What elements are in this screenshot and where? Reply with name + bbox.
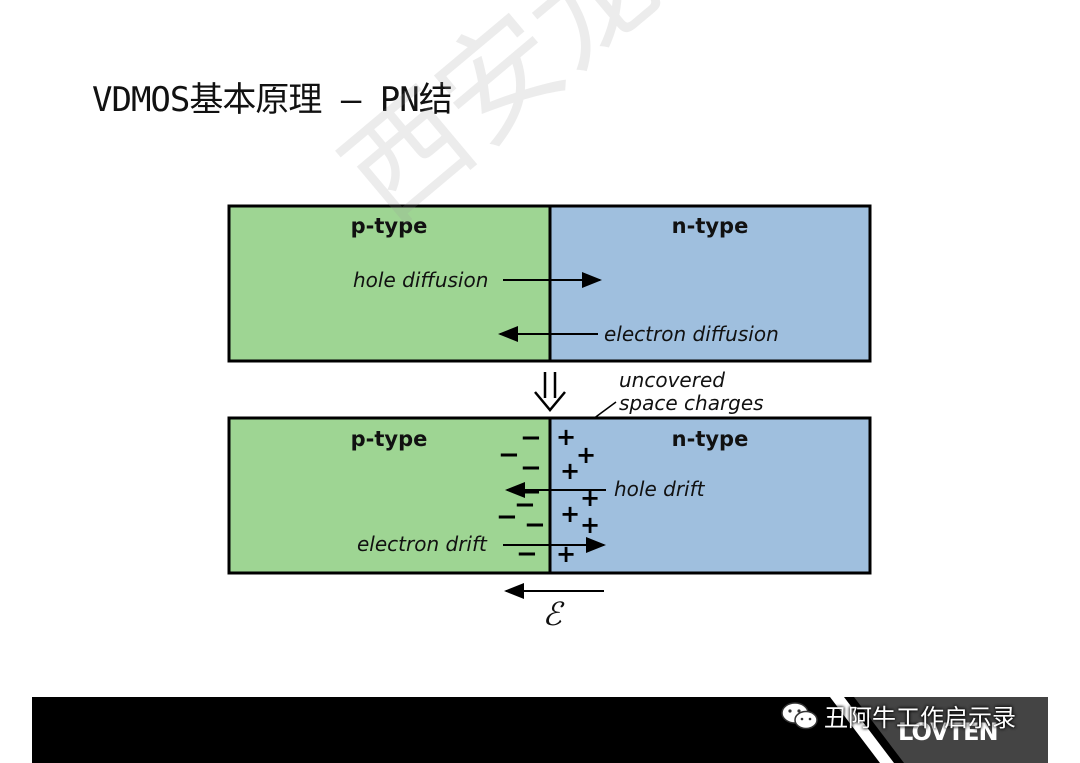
bottom-n-type-label: n-type (672, 427, 749, 451)
pn-junction-diagram: p-type n-type hole diffusion electron di… (227, 204, 872, 633)
hole-diffusion-label: hole diffusion (353, 268, 488, 292)
bottom-p-region (229, 418, 550, 573)
callout-line-1: uncovered (619, 368, 725, 392)
bottom-junction-block: p-type n-type − − − − − − − − + + + + + … (227, 416, 872, 575)
minus-charge: − (520, 453, 542, 483)
minus-charge: − (520, 423, 542, 453)
hole-drift-label: hole drift (614, 477, 706, 501)
wechat-icon (781, 701, 818, 729)
source-name: 丑阿牛工作启示录 (824, 704, 1016, 732)
bottom-p-type-label: p-type (351, 427, 428, 451)
plus-charge: + (556, 423, 576, 451)
top-junction-block: p-type n-type hole diffusion electron di… (227, 204, 872, 363)
minus-charge: − (498, 440, 520, 470)
top-p-type-label: p-type (351, 214, 428, 238)
plus-charge: + (560, 500, 580, 528)
wechat-source: 丑阿牛工作启示录 (780, 698, 1016, 733)
minus-charge: − (520, 477, 542, 507)
plus-charge: + (556, 540, 576, 568)
minus-charge: − (524, 510, 546, 540)
slide-title: VDMOS基本原理 — PN结 (92, 80, 453, 120)
plus-charge: + (580, 484, 600, 512)
plus-charge: + (560, 457, 580, 485)
top-n-region (550, 206, 870, 361)
double-down-arrow-icon (534, 372, 566, 412)
callout-line-2: space charges (619, 391, 764, 415)
brand-logo: LOVTEN (898, 718, 999, 746)
plus-charge: + (576, 441, 596, 469)
plus-charge: + (580, 511, 600, 539)
electron-diffusion-label: electron diffusion (604, 322, 779, 346)
top-n-type-label: n-type (672, 214, 749, 238)
electron-drift-label: electron drift (357, 532, 488, 556)
minus-charge: − (516, 539, 538, 569)
minus-charge: − (496, 502, 518, 532)
top-p-region (229, 206, 550, 361)
field-symbol: ℰ (542, 595, 565, 633)
